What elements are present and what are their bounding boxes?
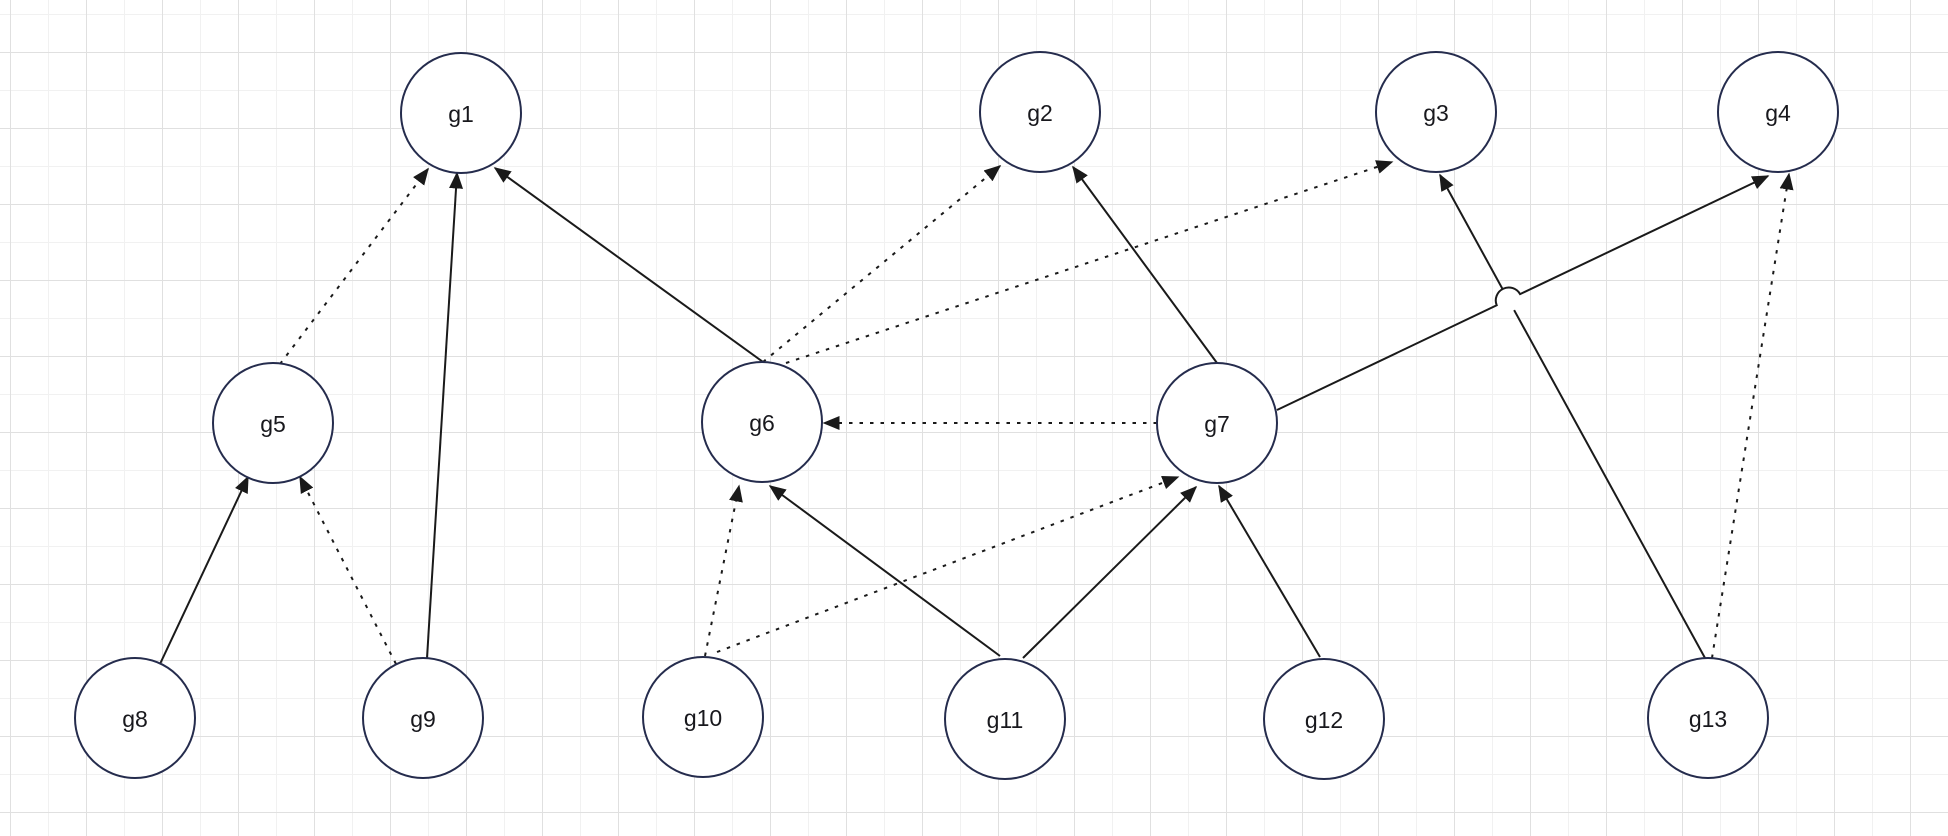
- node-g9[interactable]: g9: [362, 657, 484, 779]
- edge-g9-g5[interactable]: [299, 475, 397, 665]
- node-g6[interactable]: g6: [701, 361, 823, 483]
- node-g13[interactable]: g13: [1647, 657, 1769, 779]
- edge-g8-g5[interactable]: [159, 475, 249, 665]
- node-circle-g7[interactable]: [1156, 362, 1278, 484]
- edge-g6-g1[interactable]: [493, 167, 764, 363]
- edge-g10-g6[interactable]: [704, 484, 743, 657]
- edge-g9-g1[interactable]: [426, 171, 464, 659]
- node-label-g9: g9: [410, 706, 436, 732]
- node-label-g8: g8: [122, 706, 148, 732]
- edge-g6-g3[interactable]: [785, 160, 1394, 364]
- edge-g11-g7[interactable]: [1022, 485, 1198, 659]
- edge-crossing-gap: [1496, 287, 1521, 312]
- edge-g7-g4[interactable]: [1276, 175, 1770, 411]
- node-label-g3: g3: [1423, 100, 1449, 126]
- edge-g13-g3[interactable]: [1439, 173, 1706, 659]
- node-circle-g11[interactable]: [944, 658, 1066, 780]
- node-g5[interactable]: g5: [212, 362, 334, 484]
- node-label-g13: g13: [1689, 706, 1727, 732]
- node-label-g4: g4: [1765, 100, 1791, 126]
- node-label-g10: g10: [684, 705, 722, 731]
- node-circle-g10[interactable]: [642, 656, 764, 778]
- node-g12[interactable]: g12: [1263, 658, 1385, 780]
- node-label-g12: g12: [1305, 707, 1343, 733]
- edge-g10-g7[interactable]: [716, 475, 1180, 653]
- node-g7[interactable]: g7: [1156, 362, 1278, 484]
- node-g3[interactable]: g3: [1375, 51, 1497, 173]
- node-g1[interactable]: g1: [400, 52, 522, 174]
- node-circle-g3[interactable]: [1375, 51, 1497, 173]
- node-g4[interactable]: g4: [1717, 51, 1839, 173]
- edge-g13-g4[interactable]: [1711, 172, 1794, 659]
- edge-g5-g1[interactable]: [279, 167, 429, 365]
- node-circle-g4[interactable]: [1717, 51, 1839, 173]
- node-label-g5: g5: [260, 411, 286, 437]
- node-g11[interactable]: g11: [944, 658, 1066, 780]
- node-circle-g13[interactable]: [1647, 657, 1769, 779]
- node-label-g7: g7: [1204, 411, 1230, 437]
- node-label-g1: g1: [448, 101, 474, 127]
- node-circle-g5[interactable]: [212, 362, 334, 484]
- node-circle-g8[interactable]: [74, 657, 196, 779]
- node-g8[interactable]: g8: [74, 657, 196, 779]
- node-circle-g2[interactable]: [979, 51, 1101, 173]
- edge-g11-g6[interactable]: [768, 485, 1001, 657]
- node-circle-g6[interactable]: [701, 361, 823, 483]
- edge-g7-g2[interactable]: [1072, 165, 1218, 364]
- node-label-g2: g2: [1027, 100, 1053, 126]
- edge-g12-g7[interactable]: [1218, 484, 1321, 658]
- node-g10[interactable]: g10: [642, 656, 764, 778]
- node-circle-g1[interactable]: [400, 52, 522, 174]
- node-circle-g12[interactable]: [1263, 658, 1385, 780]
- node-label-g6: g6: [749, 410, 775, 436]
- node-label-g11: g11: [987, 707, 1024, 733]
- node-g2[interactable]: g2: [979, 51, 1101, 173]
- node-circle-g9[interactable]: [362, 657, 484, 779]
- edge-g6-g2[interactable]: [762, 165, 1002, 363]
